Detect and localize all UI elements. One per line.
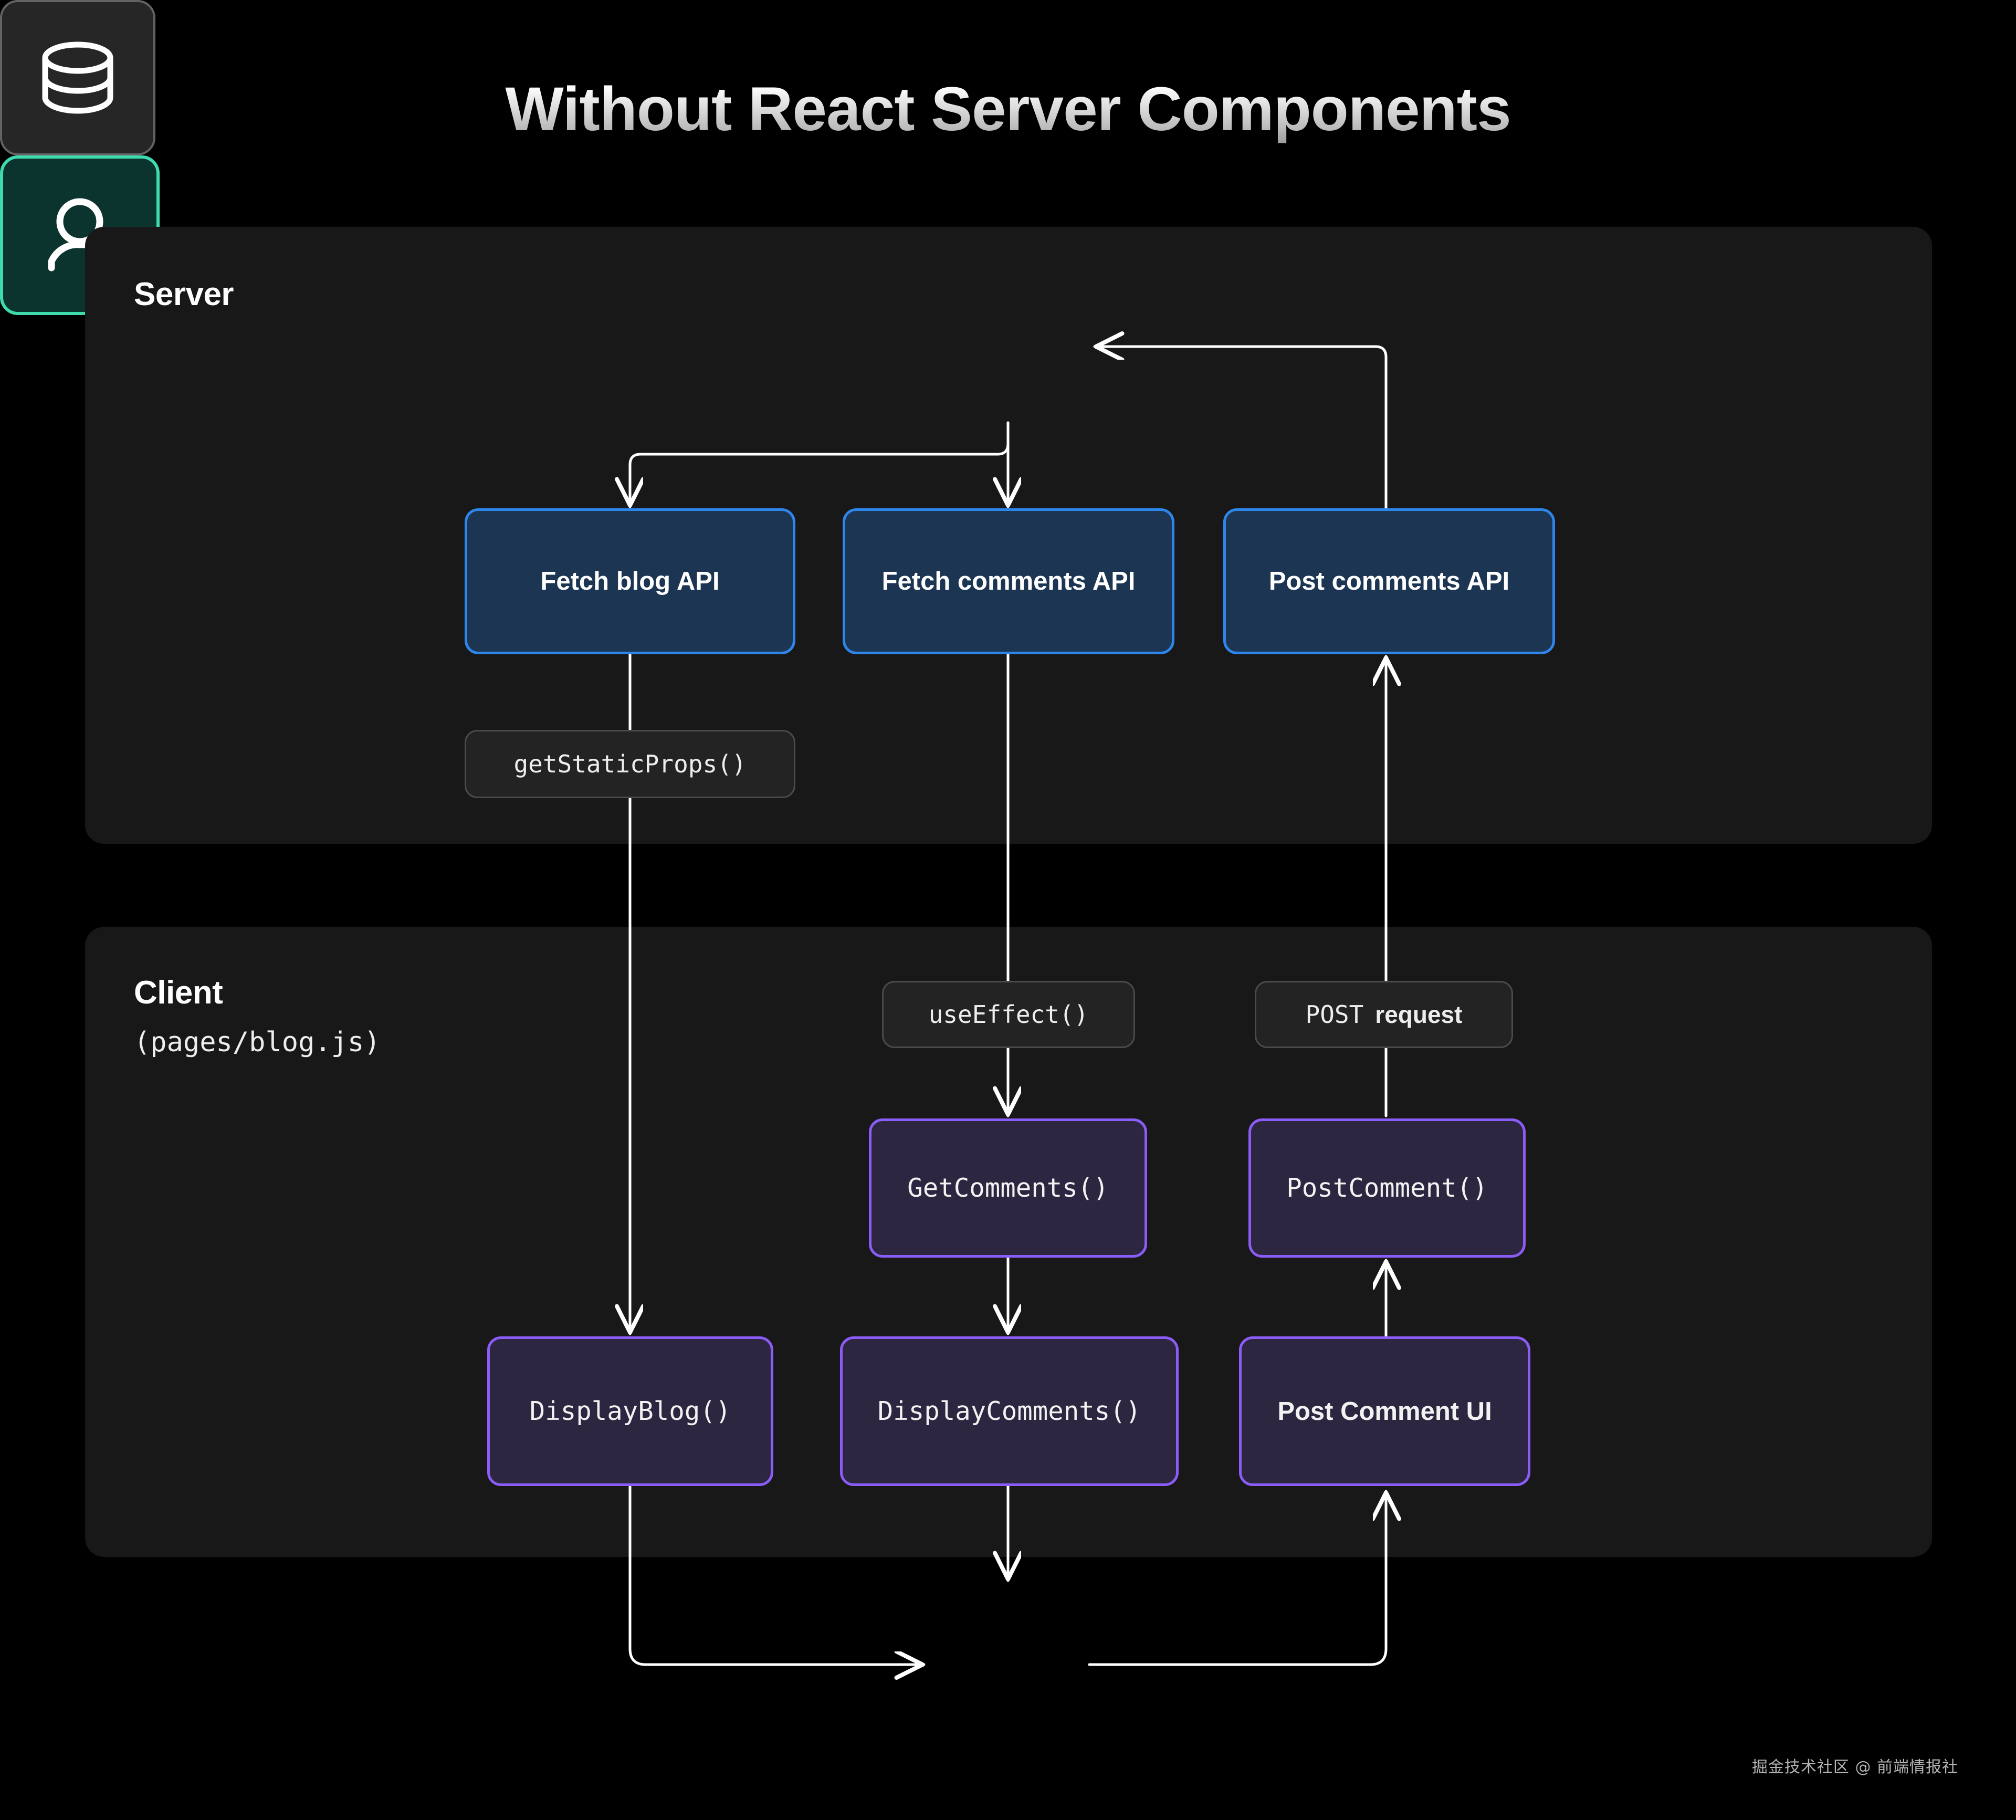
node-use-effect-label: useEffect() [928, 1000, 1089, 1029]
node-post-request-label: request [1375, 1001, 1463, 1028]
node-display-comments-label: DisplayComments() [877, 1396, 1141, 1426]
node-fetch-comments-api[interactable]: Fetch comments API [843, 508, 1174, 654]
node-post-request-method: POST [1305, 1000, 1364, 1029]
watermark: 掘金技术社区 @ 前端情报社 [1751, 1758, 1958, 1776]
node-post-comment-label: PostComment() [1286, 1173, 1488, 1203]
node-post-comments-api[interactable]: Post comments API [1223, 508, 1555, 654]
node-post-request[interactable]: POST request [1255, 981, 1513, 1048]
node-fetch-blog-api[interactable]: Fetch blog API [465, 508, 795, 654]
node-fetch-comments-api-label: Fetch comments API [881, 567, 1136, 595]
node-use-effect[interactable]: useEffect() [882, 981, 1135, 1048]
node-fetch-blog-api-label: Fetch blog API [540, 567, 720, 595]
node-get-comments[interactable]: GetComments() [869, 1118, 1147, 1258]
client-panel-sublabel: (pages/blog.js) [134, 1027, 381, 1058]
node-post-comment-ui[interactable]: Post Comment UI [1239, 1336, 1530, 1486]
node-display-comments[interactable]: DisplayComments() [840, 1336, 1179, 1486]
client-panel-label: Client [134, 975, 223, 1011]
database-icon [42, 41, 113, 114]
node-post-comments-api-label: Post comments API [1268, 567, 1510, 595]
node-display-blog-label: DisplayBlog() [529, 1396, 731, 1426]
server-panel-label: Server [134, 276, 234, 312]
node-post-comment[interactable]: PostComment() [1248, 1118, 1526, 1258]
node-get-static-props-label: getStaticProps() [513, 750, 747, 778]
database-node[interactable] [0, 0, 155, 155]
node-get-comments-label: GetComments() [907, 1173, 1109, 1203]
node-get-static-props[interactable]: getStaticProps() [465, 730, 795, 798]
node-post-comment-ui-label: Post Comment UI [1277, 1397, 1492, 1426]
node-display-blog[interactable]: DisplayBlog() [487, 1336, 773, 1486]
page-title: Without React Server Components [0, 74, 2016, 145]
